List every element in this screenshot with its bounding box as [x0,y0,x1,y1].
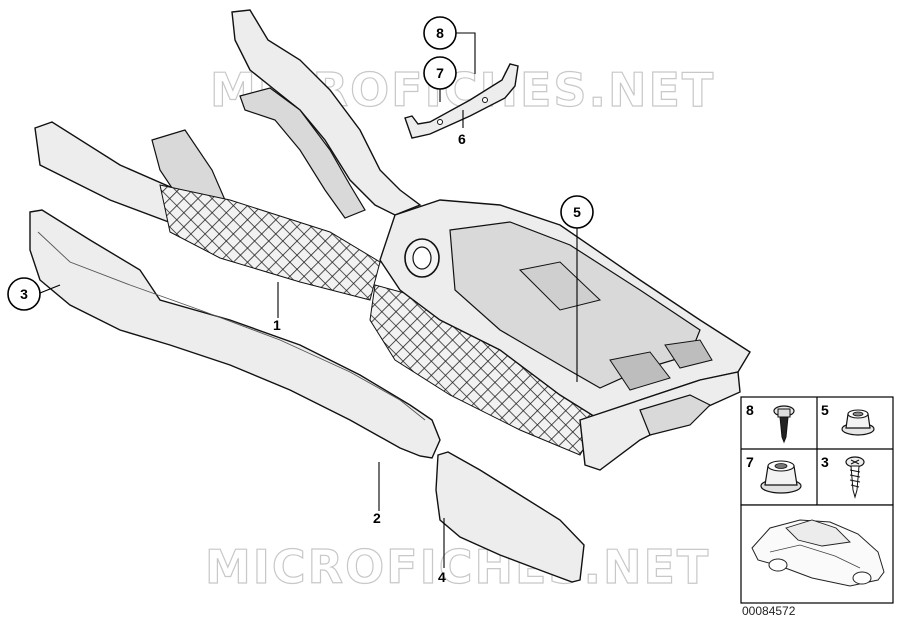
console-frame-part [34,9,751,471]
legend-label-3: 3 [821,454,829,470]
callout-7: 7 [423,56,457,90]
label-4: 4 [438,569,446,585]
reference-number: 00084572 [742,604,796,618]
car-silhouette-icon [740,504,894,604]
svg-text:3: 3 [20,286,28,302]
large-nut-icon [760,460,802,494]
svg-text:7: 7 [436,65,444,81]
label-1: 1 [273,317,281,333]
callout-3: 3 [7,277,41,311]
legend-label-5: 5 [821,402,829,418]
bracket-part [404,63,519,139]
legend-label-8: 8 [746,402,754,418]
lower-trim-part [435,451,585,583]
legend-label-7: 7 [746,454,754,470]
flange-nut-icon [841,409,875,436]
label-2: 2 [373,510,381,526]
label-6: 6 [458,131,466,147]
svg-text:8: 8 [436,25,444,41]
bolt-icon [773,405,795,444]
fastener-legend: 8 5 7 3 [740,396,894,506]
svg-text:5: 5 [573,204,581,220]
screw-icon [845,456,865,499]
side-trim-part [29,209,441,459]
callout-5: 5 [560,195,594,229]
callout-8: 8 [423,16,457,50]
watermark-bottom: MICROFICHES.NET [205,540,710,594]
